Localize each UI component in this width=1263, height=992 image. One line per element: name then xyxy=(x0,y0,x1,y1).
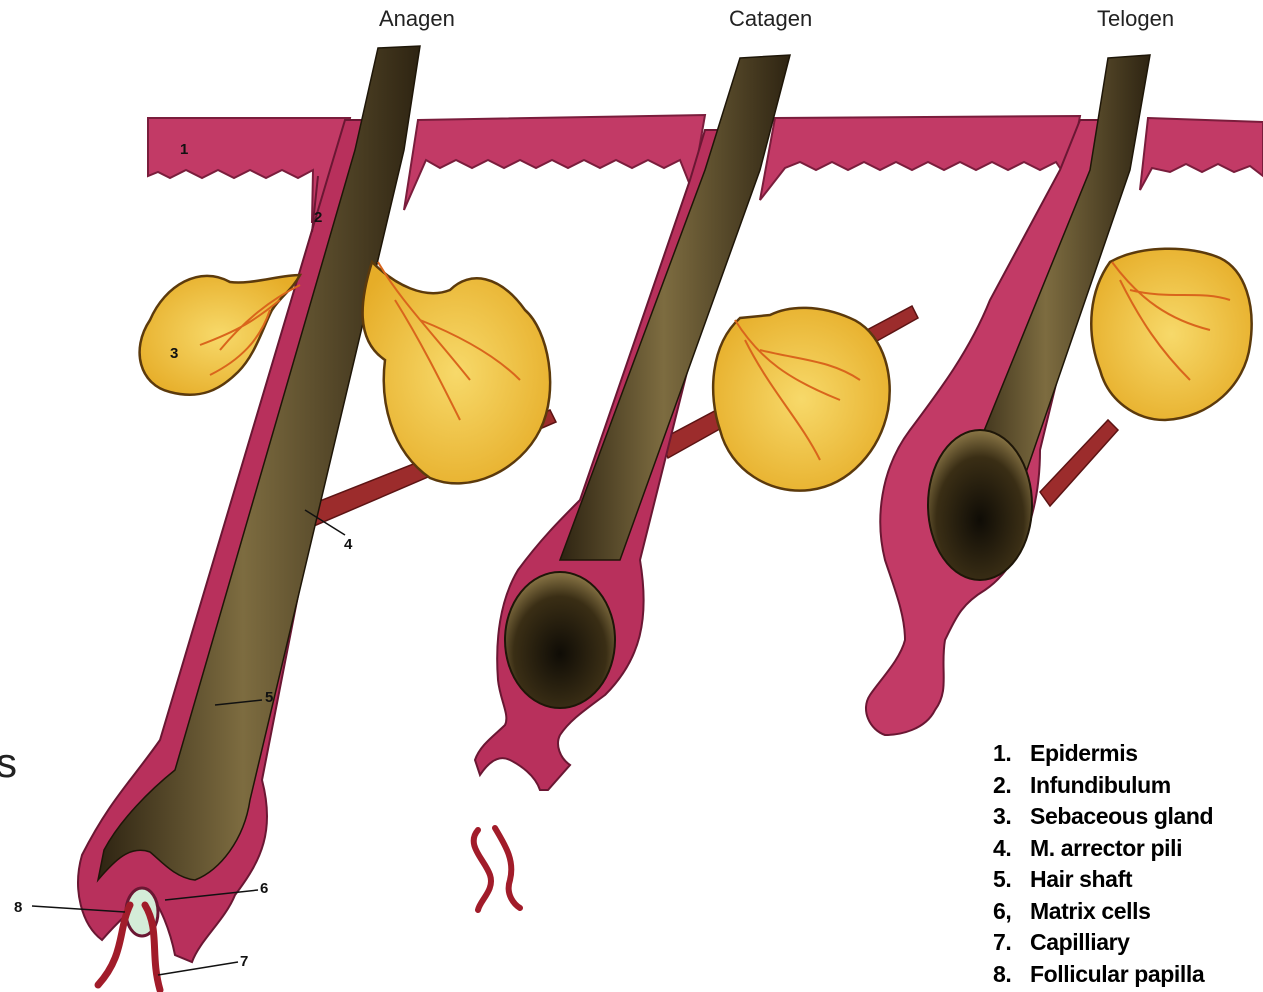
arrector-pili-telogen xyxy=(1040,420,1118,506)
legend-label: Matrix cells xyxy=(1030,896,1151,928)
legend-item: 4.M. arrector pili xyxy=(993,833,1258,865)
stage-title-telogen: Telogen xyxy=(1097,6,1174,32)
callout-6: 6 xyxy=(260,880,268,897)
telogen-club-bulb xyxy=(928,430,1032,580)
legend-label: Sebaceous gland xyxy=(1030,801,1213,833)
legend-label: Infundibulum xyxy=(1030,770,1171,802)
sebaceous-gland-anagen-right xyxy=(363,262,551,483)
callout-5: 5 xyxy=(265,689,273,706)
legend-label: Hair shaft xyxy=(1030,864,1132,896)
callout-4: 4 xyxy=(344,536,353,553)
legend-item: 5.Hair shaft xyxy=(993,864,1258,896)
legend-number: 4. xyxy=(993,833,1030,865)
legend-item: 8.Follicular papilla xyxy=(993,959,1258,991)
legend-number: 1. xyxy=(993,738,1030,770)
epidermis-segment-catagen xyxy=(404,115,705,210)
legend-label: Follicular papilla xyxy=(1030,959,1204,991)
epidermis-segment-right xyxy=(1140,118,1263,190)
legend-number: 6, xyxy=(993,896,1030,928)
legend-label: M. arrector pili xyxy=(1030,833,1182,865)
legend-label: Capilliary xyxy=(1030,927,1130,959)
catagen-club-bulb xyxy=(505,572,615,708)
legend-number: 5. xyxy=(993,864,1030,896)
callout-1: 1 xyxy=(180,141,188,158)
catagen-follicle xyxy=(474,55,790,910)
legend-label: Epidermis xyxy=(1030,738,1138,770)
stage-title-catagen: Catagen xyxy=(729,6,812,32)
callout-3: 3 xyxy=(170,345,178,362)
legend: 1.Epidermis 2.Infundibulum 3.Sebaceous g… xyxy=(993,738,1258,990)
legend-item: 6,Matrix cells xyxy=(993,896,1258,928)
catagen-capillary xyxy=(474,828,520,910)
legend-number: 2. xyxy=(993,770,1030,802)
legend-number: 7. xyxy=(993,927,1030,959)
stage-title-anagen: Anagen xyxy=(379,6,455,32)
sebaceous-gland-telogen xyxy=(1091,249,1251,420)
sebaceous-gland-catagen xyxy=(713,308,890,491)
callout-7: 7 xyxy=(240,953,248,970)
legend-number: 3. xyxy=(993,801,1030,833)
legend-item: 3.Sebaceous gland xyxy=(993,801,1258,833)
edge-text-fragment: s xyxy=(0,742,17,784)
callout-8: 8 xyxy=(14,899,22,916)
legend-item: 2.Infundibulum xyxy=(993,770,1258,802)
legend-number: 8. xyxy=(993,959,1030,991)
legend-item: 7.Capilliary xyxy=(993,927,1258,959)
legend-item: 1.Epidermis xyxy=(993,738,1258,770)
callout-2: 2 xyxy=(314,209,322,226)
epidermis-segment-telogen xyxy=(760,116,1080,200)
anagen-follicle xyxy=(78,46,420,990)
